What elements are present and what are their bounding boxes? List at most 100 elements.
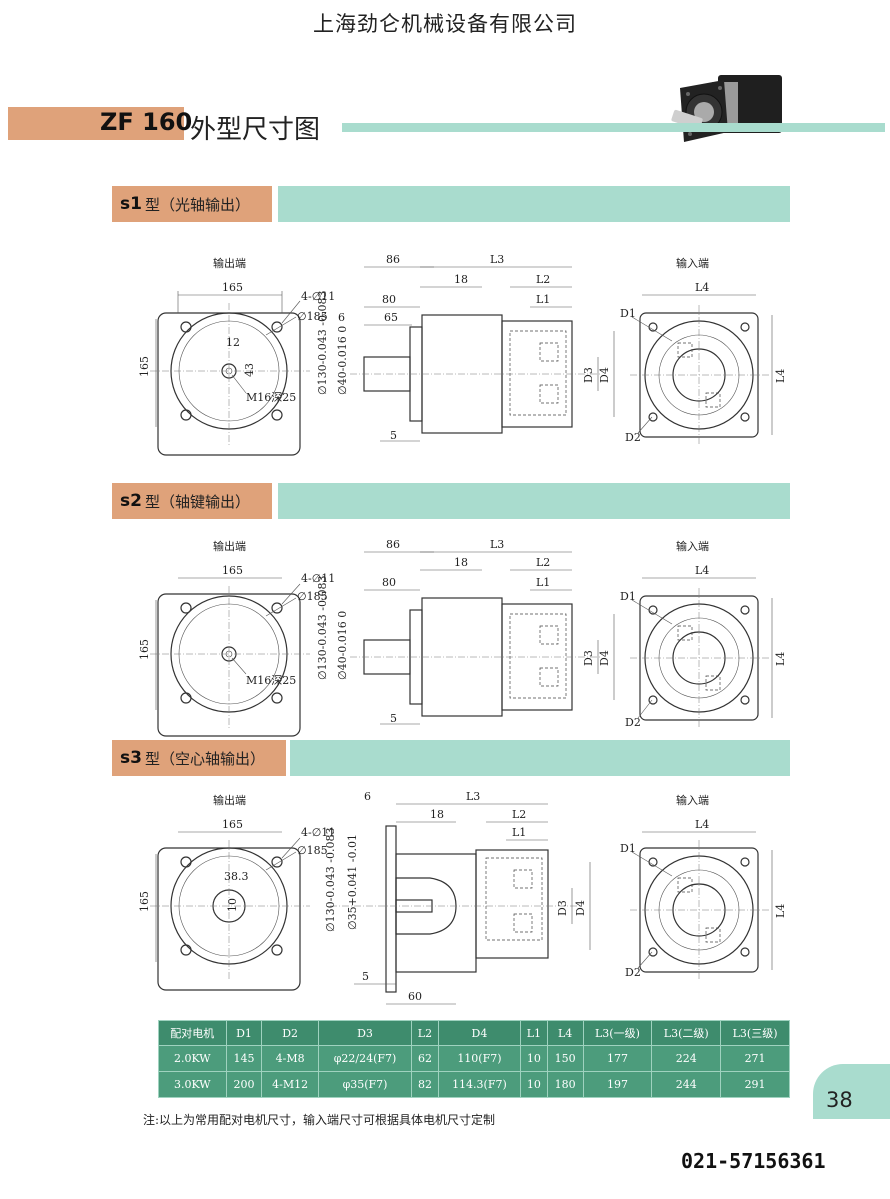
table-cell: 10 bbox=[520, 1045, 548, 1072]
s1-dim-12: 12 bbox=[226, 336, 240, 349]
s3-dim-L2: L2 bbox=[512, 808, 526, 821]
s3-dim-5: 5 bbox=[362, 970, 369, 983]
s2-dim-185: ∅185 bbox=[297, 590, 328, 603]
s1-dim-165-w: 165 bbox=[222, 281, 243, 294]
table-cell: 177 bbox=[582, 1045, 653, 1072]
section-s2-tag: s2 型（轴键输出） bbox=[112, 483, 272, 519]
table-header-cell: L2 bbox=[411, 1020, 439, 1046]
table-cell: 271 bbox=[720, 1045, 790, 1072]
section-s3-code: s3 bbox=[120, 748, 142, 768]
s3-dim-phi35: ∅35+0.041 -0.01 bbox=[346, 834, 359, 930]
table-cell: 3.0KW bbox=[158, 1071, 227, 1098]
s1-dim-m16: M16深25 bbox=[246, 391, 296, 404]
table-cell: 4-M12 bbox=[261, 1071, 319, 1098]
s3-dim-18: 18 bbox=[430, 808, 444, 821]
table-cell: 62 bbox=[411, 1045, 439, 1072]
table-header-cell: L3(一级) bbox=[582, 1020, 653, 1046]
s1-dim-43: 43 bbox=[243, 363, 256, 377]
section-s3-tag: s3 型（空心轴输出） bbox=[112, 740, 286, 776]
s2-dim-L1: L1 bbox=[536, 576, 550, 589]
table-cell: 82 bbox=[411, 1071, 439, 1098]
table-cell: 4-M8 bbox=[261, 1045, 319, 1072]
s2-dim-L4-h: L4 bbox=[774, 652, 787, 666]
s1-dim-165-h: 165 bbox=[138, 356, 151, 377]
s3-drawing: 输出端 165 165 4-∅11 ∅185 38.3 10 6 L3 18 L… bbox=[138, 790, 787, 1005]
section-s3-name: 型（空心轴输出） bbox=[144, 749, 265, 768]
s2-dim-L4-w: L4 bbox=[695, 564, 709, 577]
s1-dim-D1: D1 bbox=[620, 307, 636, 320]
s3-dim-D2: D2 bbox=[625, 966, 641, 979]
s1-dim-phi130: ∅130-0.043 -0.083 bbox=[316, 291, 329, 396]
section-s2-name: 型（轴键输出） bbox=[144, 492, 250, 511]
s1-output-label: 输出端 bbox=[213, 256, 246, 270]
s3-dim-165-h: 165 bbox=[138, 891, 151, 912]
table-cell: 197 bbox=[582, 1071, 653, 1098]
s3-dim-L4-h: L4 bbox=[774, 904, 787, 918]
table-cell: 10 bbox=[520, 1071, 548, 1098]
table-cell: 200 bbox=[225, 1071, 263, 1098]
s1-dim-18: 18 bbox=[454, 273, 468, 286]
drawing-title: 外型尺寸图 bbox=[190, 115, 321, 145]
table-header-row: 配对电机 D1 D2 D3 L2 D4 L1 L4 L3(一级) L3(二级) … bbox=[158, 1020, 790, 1046]
s3-dim-4-11: 4-∅11 bbox=[301, 826, 335, 839]
s1-dim-4-11: 4-∅11 bbox=[301, 290, 335, 303]
footnote: 注:以上为常用配对电机尺寸，输入端尺寸可根据具体电机尺寸定制 bbox=[143, 1113, 496, 1127]
s1-dim-L4-h: L4 bbox=[774, 369, 787, 383]
s2-dim-165-h: 165 bbox=[138, 639, 151, 660]
s2-dim-phi130: ∅130-0.043 -0.083 bbox=[316, 576, 329, 681]
s2-dim-m16: M16深25 bbox=[246, 674, 296, 687]
s2-dim-18: 18 bbox=[454, 556, 468, 569]
table-cell: 150 bbox=[546, 1045, 584, 1072]
s3-input-label: 输入端 bbox=[676, 793, 709, 807]
table-header-cell: L1 bbox=[520, 1020, 548, 1046]
table-cell: φ22/24(F7) bbox=[317, 1045, 413, 1072]
s2-dim-L2: L2 bbox=[536, 556, 550, 569]
s2-dim-L3: L3 bbox=[490, 538, 504, 551]
spec-table: 配对电机 D1 D2 D3 L2 D4 L1 L4 L3(一级) L3(二级) … bbox=[158, 1020, 790, 1098]
table-cell: 180 bbox=[546, 1071, 584, 1098]
s2-dim-D4: D4 bbox=[598, 650, 611, 666]
s2-dim-D3: D3 bbox=[582, 650, 595, 666]
phone-number: 021-57156361 bbox=[681, 1149, 826, 1173]
table-cell: φ35(F7) bbox=[317, 1071, 413, 1098]
s2-dim-86: 86 bbox=[386, 538, 400, 551]
s1-dim-65: 65 bbox=[384, 311, 398, 324]
s1-input-label: 输入端 bbox=[676, 256, 709, 270]
table-cell: 110(F7) bbox=[437, 1045, 522, 1072]
s3-dim-D3: D3 bbox=[556, 900, 569, 916]
section-s1-tag: s1 型（光轴输出） bbox=[112, 186, 272, 222]
table-header-cell: D3 bbox=[317, 1020, 413, 1046]
s2-dim-D2: D2 bbox=[625, 716, 641, 729]
s3-dim-60: 60 bbox=[408, 990, 422, 1003]
table-header-cell: L4 bbox=[546, 1020, 584, 1046]
s1-dim-L2: L2 bbox=[536, 273, 550, 286]
table-cell: 224 bbox=[651, 1045, 722, 1072]
table-header-cell: D2 bbox=[261, 1020, 319, 1046]
s1-dim-phi40: ∅40-0.016 0 bbox=[336, 326, 349, 395]
s3-dim-185: ∅185 bbox=[297, 844, 328, 857]
s2-dim-phi40: ∅40-0.016 0 bbox=[336, 611, 349, 680]
s1-dim-D4: D4 bbox=[598, 367, 611, 383]
table-row: 2.0KW 145 4-M8 φ22/24(F7) 62 110(F7) 10 … bbox=[158, 1045, 790, 1072]
title-bar bbox=[8, 107, 184, 140]
s1-dim-L3: L3 bbox=[490, 253, 504, 266]
table-header-cell: D1 bbox=[225, 1020, 263, 1046]
section-s2-code: s2 bbox=[120, 491, 142, 511]
page-number-tab bbox=[813, 1064, 890, 1119]
s3-dim-10: 10 bbox=[226, 898, 239, 912]
company-name: 上海劲仑机械设备有限公司 bbox=[313, 12, 577, 36]
s3-dim-D1: D1 bbox=[620, 842, 636, 855]
table-cell: 291 bbox=[720, 1071, 790, 1098]
s2-dim-D1: D1 bbox=[620, 590, 636, 603]
s3-dim-6: 6 bbox=[364, 790, 371, 803]
section-s1-bar bbox=[278, 186, 790, 222]
table-cell: 114.3(F7) bbox=[437, 1071, 522, 1098]
s2-output-label: 输出端 bbox=[213, 539, 246, 553]
s3-dim-L1: L1 bbox=[512, 826, 526, 839]
title-rule bbox=[342, 123, 885, 132]
table-cell: 244 bbox=[651, 1071, 722, 1098]
table-row: 3.0KW 200 4-M12 φ35(F7) 82 114.3(F7) 10 … bbox=[158, 1071, 790, 1098]
s1-dim-D3: D3 bbox=[582, 367, 595, 383]
table-header-cell: 配对电机 bbox=[158, 1020, 227, 1046]
section-s3-bar bbox=[290, 740, 790, 776]
